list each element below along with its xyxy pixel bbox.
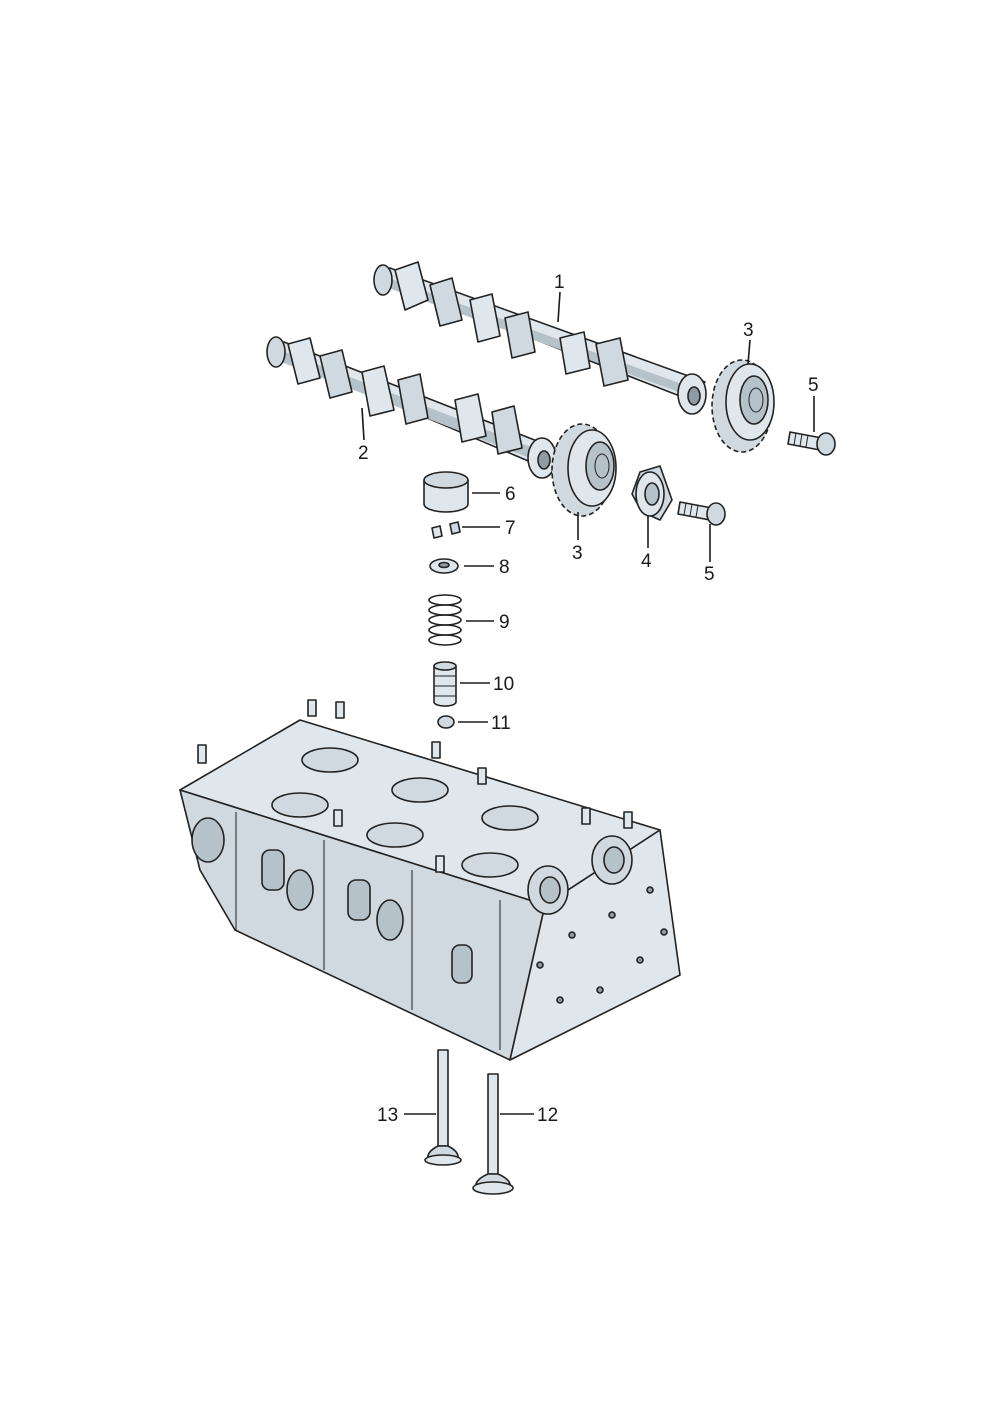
callout-12: 12 <box>537 1105 558 1126</box>
callout-7: 7 <box>505 518 516 539</box>
bolt-upper <box>787 431 836 456</box>
spring-retainer <box>429 558 459 574</box>
callout-5-upper: 5 <box>808 375 819 396</box>
bolt-lower <box>677 501 726 526</box>
camshaft-upper <box>373 261 707 415</box>
valve-keepers <box>431 521 461 539</box>
callout-8: 8 <box>499 557 510 578</box>
callout-9: 9 <box>499 612 510 633</box>
callout-3-lower: 3 <box>572 543 583 564</box>
leader-2 <box>361 407 365 441</box>
callout-11: 11 <box>491 713 511 734</box>
callout-4: 4 <box>641 551 652 572</box>
sprocket-lower <box>551 423 617 517</box>
sprocket-upper <box>711 359 775 453</box>
valve-exhaust <box>472 1073 514 1195</box>
valve-spring-seat <box>437 715 455 729</box>
cylinder-head <box>179 699 681 1061</box>
callout-13: 13 <box>377 1105 398 1126</box>
valve-spring <box>428 594 462 646</box>
callout-2: 2 <box>358 443 369 464</box>
callout-1: 1 <box>554 272 565 293</box>
callout-6: 6 <box>505 484 516 505</box>
callout-5-lower: 5 <box>704 564 715 585</box>
valve-intake <box>424 1049 462 1166</box>
callout-3-upper: 3 <box>743 320 754 341</box>
camshaft-lower <box>266 336 557 479</box>
bucket-tappet <box>423 471 469 513</box>
leader-1 <box>557 291 561 323</box>
callout-10: 10 <box>493 674 514 695</box>
leader-3a <box>747 339 751 365</box>
valve-stem-seal <box>433 661 457 707</box>
adapter-hub <box>631 465 673 521</box>
